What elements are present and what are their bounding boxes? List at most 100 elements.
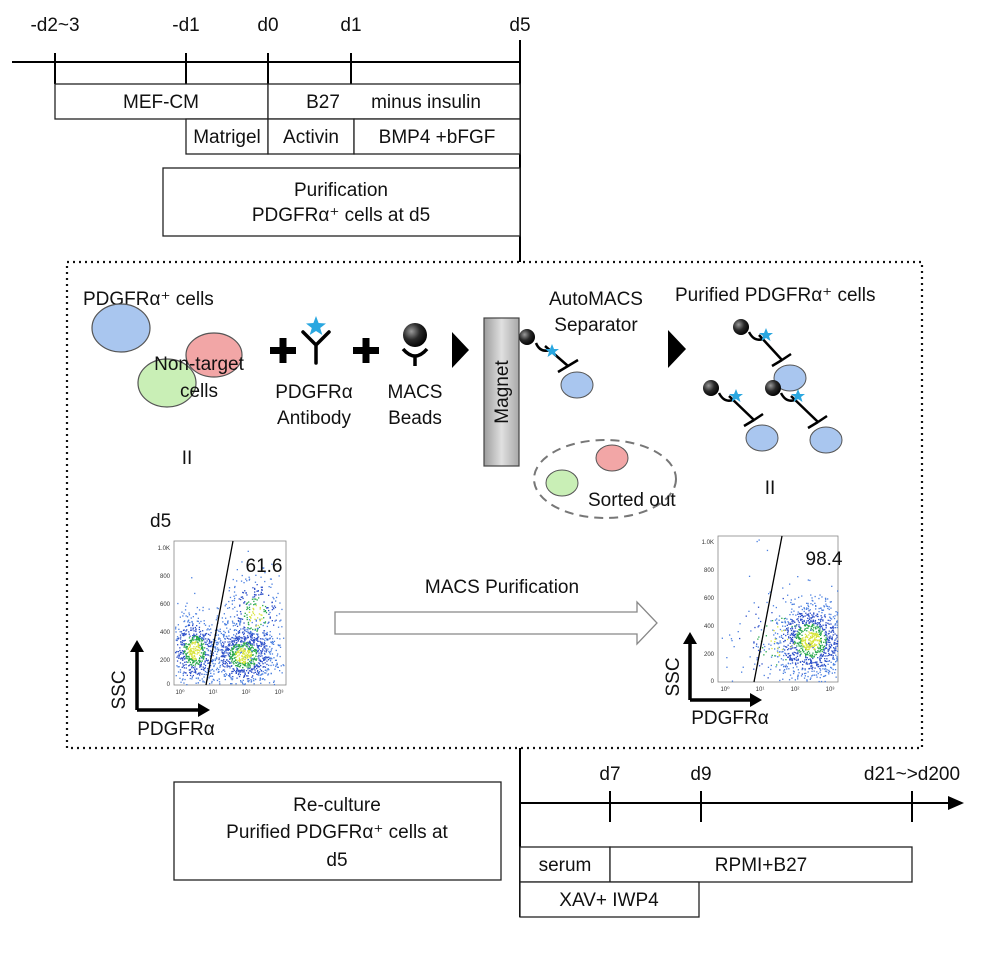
flow-plot-right-frame <box>717 535 839 683</box>
equals-sign-left: II <box>182 448 193 469</box>
day-label-d5: d5 <box>509 15 530 36</box>
x-tick: 10³ <box>275 690 284 696</box>
purified-cells-label: Purified PDGFRα⁺ cells <box>675 285 876 306</box>
starting-cells: PDGFRα⁺ cells Non-target cells II <box>83 289 245 469</box>
x-tick: 10⁰ <box>720 686 730 693</box>
gate-line-left <box>205 540 234 686</box>
minus-insulin-label: minus insulin <box>371 92 481 113</box>
activin-box <box>267 118 355 155</box>
reculture-line-3: d5 <box>326 850 347 871</box>
y-axis-label: SSC <box>109 670 130 709</box>
gate-line-right <box>753 535 783 683</box>
y-tick: 400 <box>160 630 171 636</box>
flow-right-value: 98.4 <box>806 549 843 570</box>
y-tick: 800 <box>704 568 715 574</box>
mef-cm-label: MEF-CM <box>123 92 199 113</box>
macs-purification-label: MACS Purification <box>425 577 579 598</box>
flow-left-title: d5 <box>150 511 171 532</box>
pdgfra-cell <box>91 303 151 353</box>
automacs-label-1: AutoMACS <box>549 289 643 310</box>
antibody-label-1: PDGFRα <box>275 382 353 403</box>
bound-cell-complex <box>519 329 594 399</box>
plus-icon-2 <box>353 338 379 363</box>
purification-subtitle: PDGFRα⁺ cells at d5 <box>252 205 430 226</box>
y-axis-label: SSC <box>663 657 684 696</box>
non-target-label-1: Non-target <box>154 354 244 375</box>
day-label-d0: d0 <box>257 15 278 36</box>
reculture-title: Re-culture <box>293 795 381 816</box>
sorted-out-boundary <box>533 439 677 519</box>
x-tick: 10¹ <box>209 690 218 696</box>
purified-cells-cluster <box>703 319 843 454</box>
sorted-out-label: Sorted out <box>588 490 676 511</box>
antibody-icon <box>301 316 331 365</box>
beads-label-1: MACS <box>388 382 443 403</box>
y-tick: 200 <box>160 658 171 664</box>
sorting-panel-border <box>65 260 924 750</box>
pdgfra-cells-label: PDGFRα⁺ cells <box>83 289 214 310</box>
automacs-label-2: Separator <box>554 315 638 336</box>
day-label-dm1: -d1 <box>172 15 199 36</box>
flow-plot-left: 61.6 1.0K 800 600 400 200 0 10⁰ 10¹ 10² … <box>109 540 287 740</box>
x-axis-label: PDGFRα <box>691 708 769 729</box>
arrowhead-icon-2 <box>668 330 686 368</box>
purification-box <box>162 167 521 237</box>
x-tick: 10¹ <box>756 687 765 693</box>
xav-box <box>519 881 700 918</box>
reculture-box <box>173 781 502 881</box>
bmp4-label: BMP4 +bFGF <box>379 127 496 148</box>
sorted-red-cell <box>595 444 629 472</box>
antibody-label-2: Antibody <box>277 408 351 429</box>
arrowhead-icon <box>452 332 469 368</box>
mef-cm-box <box>54 83 269 120</box>
star-icon <box>306 316 326 335</box>
non-target-cell-green <box>137 358 197 408</box>
magnet-label: Magnet <box>492 360 513 424</box>
bottom-timeline: d7 d9 d21~>d200 serum RPMI+B27 XAV+ IWP4… <box>173 748 964 918</box>
equals-sign-right: II <box>765 478 776 499</box>
y-tick: 1.0K <box>158 546 170 552</box>
day-label-d2: -d2~3 <box>30 15 79 36</box>
top-timeline: -d2~3 -d1 d0 d1 d5 MEF-CM B27 minus insu… <box>12 15 531 262</box>
non-target-label-2: cells <box>180 381 218 402</box>
reculture-line-2: Purified PDGFRα⁺ cells at <box>226 822 448 843</box>
y-tick: 200 <box>704 652 715 658</box>
timeline-arrowhead <box>948 796 964 810</box>
non-target-cell-red <box>185 332 243 378</box>
xav-label: XAV+ IWP4 <box>559 890 659 911</box>
sorted-green-cell <box>545 469 579 497</box>
activin-label: Activin <box>283 127 339 148</box>
serum-label: serum <box>539 855 592 876</box>
x-tick: 10² <box>242 690 251 696</box>
y-tick: 600 <box>704 596 715 602</box>
x-tick: 10⁰ <box>175 689 185 696</box>
matrigel-label: Matrigel <box>193 127 261 148</box>
day-label-d9: d9 <box>690 764 711 785</box>
rpmi-box <box>609 846 913 883</box>
x-tick: 10² <box>791 687 800 693</box>
flow-left-value: 61.6 <box>246 556 283 577</box>
magnet <box>483 317 520 467</box>
y-tick: 400 <box>704 624 715 630</box>
macs-purification-arrow <box>334 600 658 646</box>
macs-bead-icon <box>401 323 429 366</box>
rpmi-label: RPMI+B27 <box>715 855 807 876</box>
b27-label: B27 <box>306 92 340 113</box>
b27-box <box>267 83 521 120</box>
y-tick: 1.0K <box>702 540 714 546</box>
plus-icon <box>270 338 296 363</box>
y-tick: 800 <box>160 574 171 580</box>
y-tick: 600 <box>160 602 171 608</box>
bmp4-box <box>353 118 521 155</box>
x-axis-label: PDGFRα <box>137 719 215 740</box>
day-label-d7: d7 <box>599 764 620 785</box>
purification-title: Purification <box>294 180 388 201</box>
serum-box <box>519 846 611 883</box>
flow-plot-right: 98.4 1.0K 800 600 400 200 0 10⁰ 10¹ 10² … <box>663 535 843 729</box>
y-tick: 0 <box>167 682 171 688</box>
beads-label-2: Beads <box>388 408 442 429</box>
x-tick: 10³ <box>826 687 835 693</box>
y-tick: 0 <box>711 679 715 685</box>
